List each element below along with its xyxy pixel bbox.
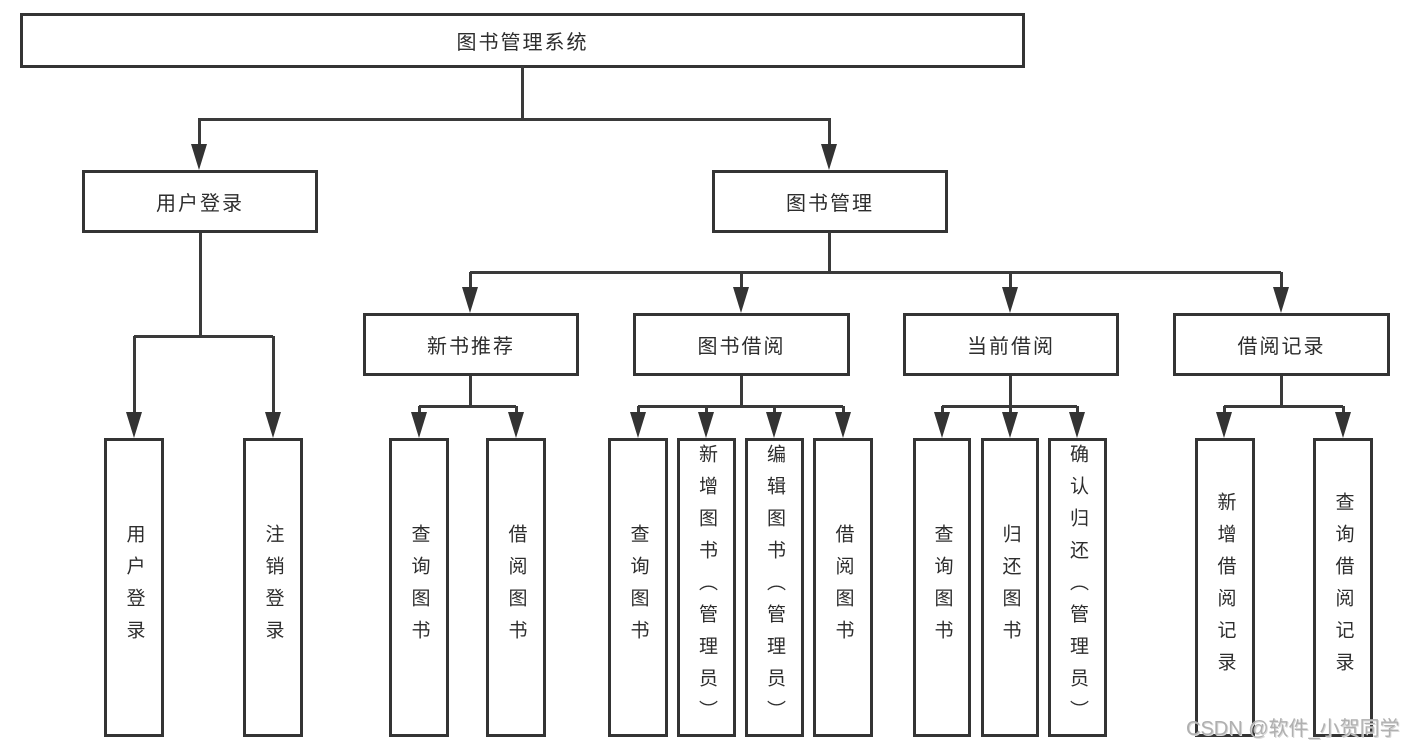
node-label: 新增图书（管理员）	[696, 443, 717, 732]
node-book-management: 图书管理	[712, 170, 948, 233]
leaf-query-books-recommend: 查询图书	[389, 438, 449, 737]
leaf-add-book-admin: 新增图书（管理员）	[677, 438, 736, 737]
arrowhead	[1335, 412, 1351, 438]
connector-line	[271, 336, 275, 414]
leaf-borrow-books-recommend: 借阅图书	[486, 438, 546, 737]
connector-line	[739, 272, 743, 290]
connector-line	[1075, 406, 1079, 416]
leaf-edit-book-admin: 编辑图书（管理员）	[745, 438, 804, 737]
leaf-borrow-books-borrowing: 借阅图书	[813, 438, 873, 737]
connector-line	[772, 406, 776, 416]
connector-line	[199, 118, 830, 121]
connector-line	[1222, 406, 1226, 416]
connector-line	[1008, 272, 1012, 290]
node-label: 用户登录	[123, 523, 145, 652]
connector-line	[1279, 376, 1283, 407]
arrowhead	[835, 412, 851, 438]
connector-line	[1224, 404, 1343, 408]
node-label: 归还图书	[999, 523, 1021, 652]
node-label: 新书推荐	[427, 336, 515, 358]
node-label: 确认归还（管理员）	[1067, 443, 1088, 732]
connector-line	[417, 406, 421, 416]
connector-line	[638, 404, 843, 408]
connector-line	[198, 233, 202, 337]
leaf-query-books-borrowing: 查询图书	[608, 438, 668, 737]
arrowhead	[733, 287, 749, 313]
connector-line	[197, 118, 201, 146]
arrowhead	[462, 287, 478, 313]
node-label: 当前借阅	[967, 336, 1055, 358]
leaf-query-borrow-record: 查询借阅记录	[1313, 438, 1373, 737]
node-current-borrowing: 当前借阅	[903, 313, 1119, 376]
connector-line	[704, 406, 708, 416]
leaf-user-login: 用户登录	[104, 438, 164, 737]
node-user-login: 用户登录	[82, 170, 318, 233]
node-borrowing-records: 借阅记录	[1173, 313, 1390, 376]
node-label: 借阅记录	[1237, 336, 1326, 358]
node-label: 查询图书	[627, 523, 649, 652]
node-label: 用户登录	[156, 193, 244, 215]
arrowhead	[1273, 287, 1289, 313]
arrowhead	[508, 412, 524, 438]
leaf-query-books-current: 查询图书	[913, 438, 971, 737]
node-label: 图书管理系统	[456, 32, 589, 54]
node-label: 图书管理	[786, 193, 874, 215]
arrowhead	[1002, 412, 1018, 438]
leaf-return-books: 归还图书	[981, 438, 1039, 737]
arrowhead	[766, 412, 782, 438]
arrowhead	[630, 412, 646, 438]
watermark: CSDN @软件_小贺同学	[1186, 718, 1400, 740]
connector-line	[468, 376, 472, 407]
arrowhead	[698, 412, 714, 438]
node-book-borrowing: 图书借阅	[633, 313, 850, 376]
node-label: 查询图书	[408, 523, 430, 652]
connector-line	[468, 272, 472, 290]
arrowhead	[265, 412, 281, 438]
connector-line	[1279, 272, 1283, 290]
leaf-confirm-return-admin: 确认归还（管理员）	[1048, 438, 1107, 737]
connector-line	[134, 334, 273, 338]
arrowhead	[126, 412, 142, 438]
node-label: 编辑图书（管理员）	[764, 443, 785, 732]
connector-line	[739, 376, 743, 407]
arrowhead	[821, 144, 837, 170]
connector-line	[827, 232, 831, 273]
connector-line	[940, 406, 944, 416]
node-label: 图书借阅	[697, 336, 786, 358]
connector-line	[470, 270, 1281, 274]
arrowhead	[1216, 412, 1232, 438]
connector-line	[419, 404, 516, 408]
connector-line	[841, 406, 845, 416]
node-label: 注销登录	[262, 523, 284, 652]
node-label: 借阅图书	[505, 523, 527, 652]
node-label: 查询图书	[931, 523, 953, 652]
node-root: 图书管理系统	[20, 13, 1025, 68]
leaf-add-borrow-record: 新增借阅记录	[1195, 438, 1255, 737]
node-label: 借阅图书	[832, 523, 854, 652]
connector-line	[827, 118, 831, 146]
arrowhead	[1002, 287, 1018, 313]
connector-line	[1341, 406, 1345, 416]
connector-line	[636, 406, 640, 416]
connector-line	[1008, 406, 1012, 416]
arrowhead	[934, 412, 950, 438]
connector-line	[1008, 376, 1012, 407]
connector-line	[520, 66, 524, 120]
arrowhead	[1069, 412, 1085, 438]
node-new-book-recommend: 新书推荐	[363, 313, 579, 376]
connector-line	[514, 406, 518, 416]
leaf-logout: 注销登录	[243, 438, 303, 737]
node-label: 新增借阅记录	[1214, 491, 1236, 684]
arrowhead	[411, 412, 427, 438]
connector-line	[132, 336, 136, 414]
node-label: 查询借阅记录	[1332, 491, 1354, 684]
arrowhead	[191, 144, 207, 170]
